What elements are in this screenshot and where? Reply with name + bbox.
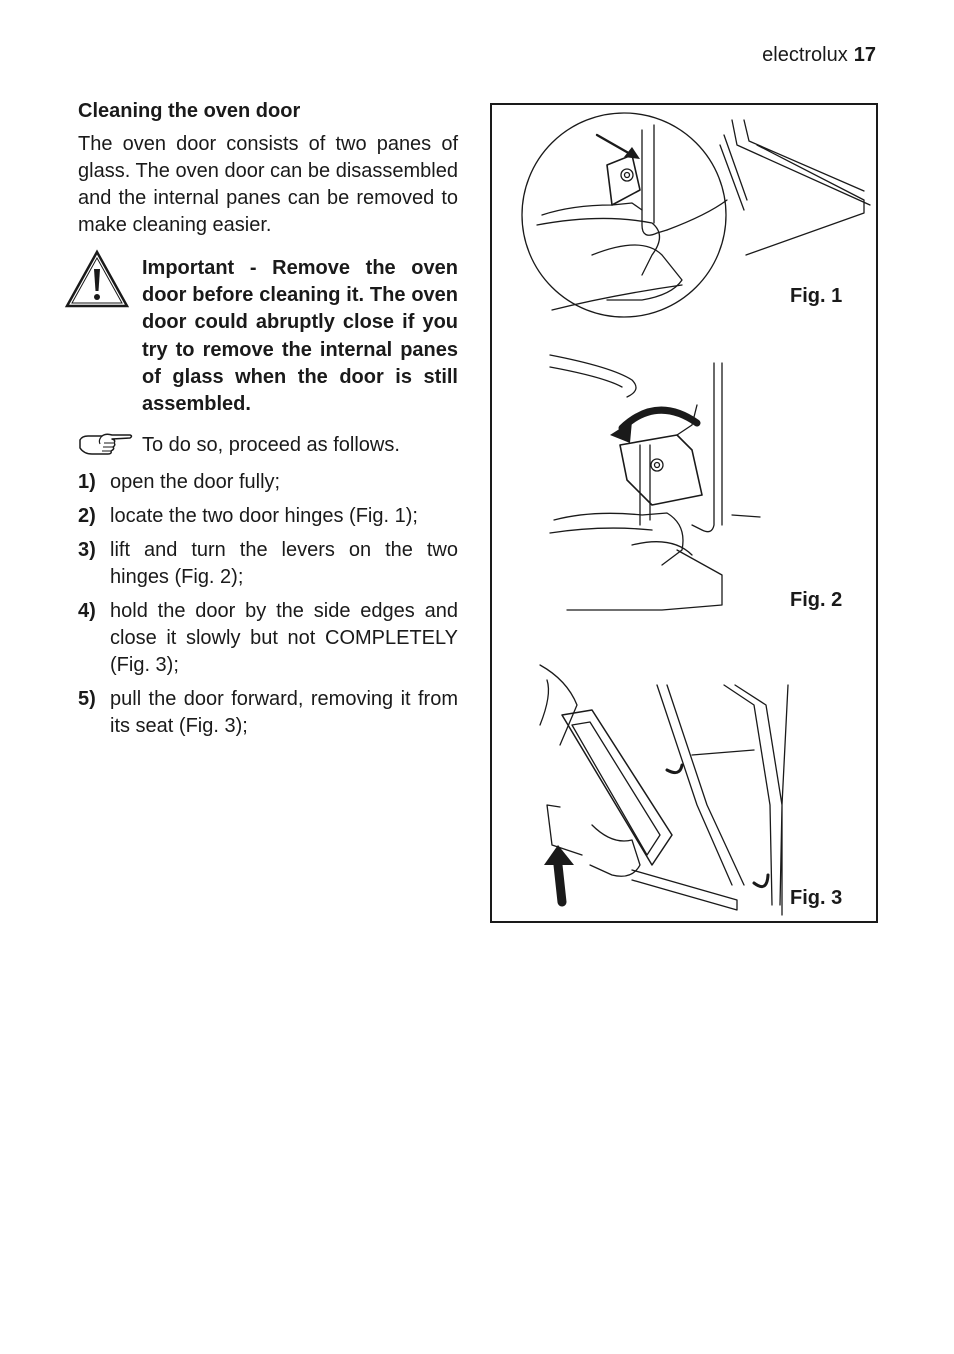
content-column: Cleaning the oven door The oven door con… bbox=[64, 100, 458, 747]
step-item: 3) lift and turn the levers on the two hi… bbox=[78, 537, 458, 591]
fig3-door-drawing bbox=[539, 664, 789, 916]
warning-block: Important - Remove the oven door before … bbox=[64, 249, 458, 418]
step-number: 1) bbox=[78, 471, 96, 494]
step-text: pull the door forward, removing it from … bbox=[110, 688, 458, 738]
figures-panel: Fig. 1 Fig. 2 Fig. 3 bbox=[490, 103, 878, 923]
fig1-label: Fig. 1 bbox=[790, 285, 843, 307]
brand-name: electrolux bbox=[762, 44, 848, 66]
page-number: 17 bbox=[853, 44, 876, 66]
warning-triangle-icon bbox=[64, 249, 130, 308]
step-item: 1) open the door fully; bbox=[78, 469, 458, 496]
fig1-hinge-drawing bbox=[521, 112, 871, 318]
section-title: Cleaning the oven door bbox=[78, 100, 301, 122]
warning-text: Important - Remove the oven door before … bbox=[142, 257, 458, 416]
step-number: 3) bbox=[78, 539, 96, 562]
note-line: To do so, proceed as follows. bbox=[78, 432, 458, 459]
fig2-label: Fig. 2 bbox=[790, 589, 843, 611]
intro-paragraph: The oven door consists of two panes of g… bbox=[78, 133, 458, 236]
step-text: open the door fully; bbox=[110, 471, 281, 494]
step-number: 4) bbox=[78, 600, 96, 623]
fig3-label: Fig. 3 bbox=[790, 887, 843, 909]
figures-illustration bbox=[521, 112, 871, 916]
step-item: 4) hold the door by the side edges and cl… bbox=[78, 598, 458, 679]
step-item: 2) locate the two door hinges (Fig. 1); bbox=[78, 503, 458, 530]
steps-list: 1) open the door fully; 2) locate the two … bbox=[78, 469, 458, 740]
step-number: 5) bbox=[78, 688, 96, 711]
pointing-hand-icon bbox=[79, 433, 133, 455]
step-text: hold the door by the side edges and clos… bbox=[110, 600, 458, 677]
fig2-lever-drawing bbox=[549, 354, 761, 611]
step-number: 2) bbox=[78, 505, 96, 528]
note-text: To do so, proceed as follows. bbox=[142, 434, 400, 457]
step-item: 5) pull the door forward, removing it fro… bbox=[78, 686, 458, 740]
step-text: lift and turn the levers on the two hing… bbox=[110, 539, 458, 589]
step-text: locate the two door hinges (Fig. 1); bbox=[110, 505, 418, 528]
